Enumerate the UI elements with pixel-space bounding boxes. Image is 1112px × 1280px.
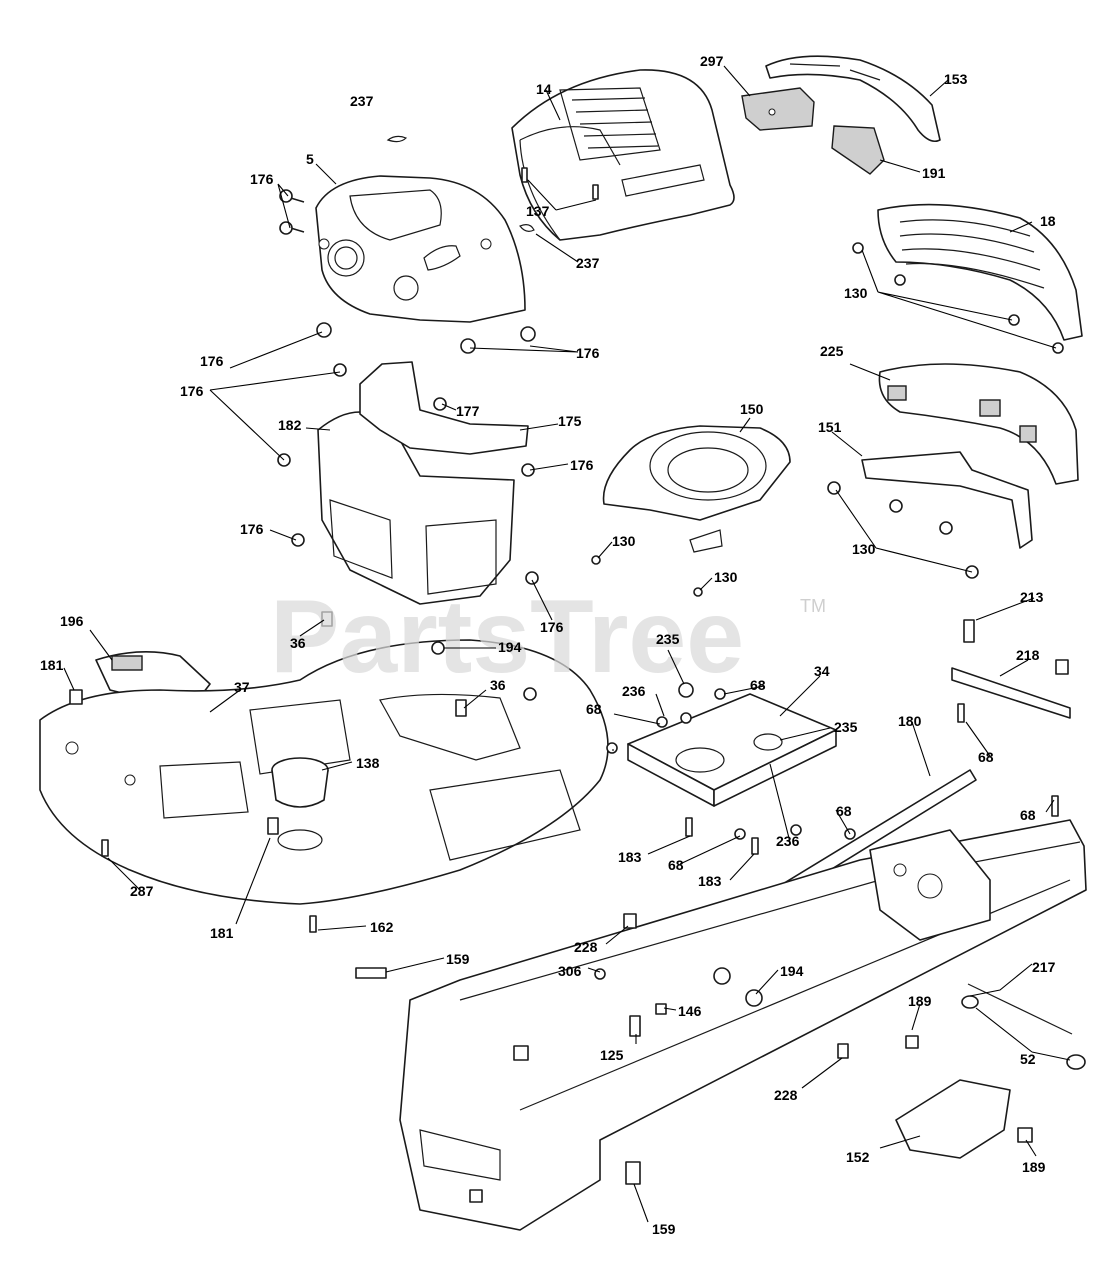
- callout-181: 181: [210, 925, 234, 941]
- part-182-175-frame: [277, 361, 539, 605]
- part-17-frame: [399, 819, 1087, 1231]
- callout-237: 237: [576, 255, 600, 271]
- callout-176: 176: [540, 619, 564, 635]
- callout-225: 225: [820, 343, 844, 359]
- callout-175: 175: [558, 413, 582, 429]
- callout-68: 68: [1020, 807, 1036, 823]
- callout-68: 68: [978, 749, 994, 765]
- callout-228: 228: [774, 1087, 798, 1103]
- callout-130: 130: [844, 285, 868, 301]
- callout-176: 176: [250, 171, 274, 187]
- part-217-rod: [961, 983, 1086, 1070]
- callout-182: 182: [278, 417, 302, 433]
- callout-183: 183: [618, 849, 642, 865]
- part-34-plate: [606, 682, 856, 855]
- callout-183: 183: [698, 873, 722, 889]
- callout-151: 151: [818, 419, 842, 435]
- callout-5: 5: [306, 151, 314, 167]
- callout-130: 130: [714, 569, 738, 585]
- callout-18: 18: [1040, 213, 1056, 229]
- callout-235: 235: [656, 631, 680, 647]
- callout-130: 130: [612, 533, 636, 549]
- callout-213: 213: [1020, 589, 1044, 605]
- callout-306: 306: [558, 963, 582, 979]
- part-225-bumper: [878, 363, 1079, 485]
- callout-181: 181: [40, 657, 64, 673]
- callout-14: 14: [536, 81, 552, 97]
- watermark-trademark: TM: [800, 596, 826, 616]
- part-137-pin-left: [521, 167, 528, 183]
- part-fasteners-37: [69, 611, 537, 933]
- part-153-bar: [765, 55, 941, 143]
- callout-153: 153: [944, 71, 968, 87]
- callout-287: 287: [130, 883, 154, 899]
- callout-labels: 237 14 297 153 5 176 137 237 191 18 130 …: [40, 53, 1056, 1237]
- callout-159: 159: [652, 1221, 676, 1237]
- callout-237: 237: [350, 93, 374, 109]
- watermark-text: PartsTree: [270, 579, 744, 695]
- callout-146: 146: [678, 1003, 702, 1019]
- part-18-grille: [852, 203, 1083, 354]
- callout-159: 159: [446, 951, 470, 967]
- leader-lines: [63, 65, 1071, 1223]
- part-150-shroud: [591, 425, 791, 597]
- callout-177: 177: [456, 403, 480, 419]
- part-151-bracket: [827, 451, 1033, 579]
- part-137-pin-right: [592, 184, 599, 200]
- callout-52: 52: [1020, 1051, 1036, 1067]
- callout-125: 125: [600, 1047, 624, 1063]
- part-152-bracket: [895, 1079, 1011, 1159]
- callout-138: 138: [356, 755, 380, 771]
- callout-176: 176: [576, 345, 600, 361]
- part-218-strap: [951, 619, 1071, 817]
- part-14-hood: [511, 69, 735, 241]
- callout-228: 228: [574, 939, 598, 955]
- callout-194: 194: [780, 963, 804, 979]
- callout-176: 176: [180, 383, 204, 399]
- callout-297: 297: [700, 53, 724, 69]
- callout-236: 236: [622, 683, 646, 699]
- part-191-plate: [831, 125, 885, 175]
- part-138-boot: [271, 757, 329, 851]
- part-297-block: [741, 87, 815, 131]
- callout-180: 180: [898, 713, 922, 729]
- callout-68: 68: [668, 857, 684, 873]
- callout-189: 189: [908, 993, 932, 1009]
- callout-37: 37: [234, 679, 250, 695]
- callout-36: 36: [490, 677, 506, 693]
- callout-162: 162: [370, 919, 394, 935]
- callout-191: 191: [922, 165, 946, 181]
- part-fasteners-lower: [355, 913, 1033, 1185]
- callout-150: 150: [740, 401, 764, 417]
- callout-236: 236: [776, 833, 800, 849]
- part-237-clip-top: [386, 135, 408, 143]
- callout-68: 68: [586, 701, 602, 717]
- callout-235: 235: [834, 719, 858, 735]
- callout-218: 218: [1016, 647, 1040, 663]
- callout-68: 68: [750, 677, 766, 693]
- callout-34: 34: [814, 663, 830, 679]
- callout-68: 68: [836, 803, 852, 819]
- part-5-dash: [315, 175, 526, 323]
- part-176-screws-dash: [279, 189, 536, 354]
- callout-189: 189: [1022, 1159, 1046, 1175]
- callout-217: 217: [1032, 959, 1056, 975]
- callout-137: 137: [526, 203, 550, 219]
- callout-176: 176: [200, 353, 224, 369]
- callout-130: 130: [852, 541, 876, 557]
- callout-36: 36: [290, 635, 306, 651]
- part-237-clip-lower: [519, 224, 535, 232]
- callout-152: 152: [846, 1149, 870, 1165]
- callout-196: 196: [60, 613, 84, 629]
- callout-194: 194: [498, 639, 522, 655]
- callout-176: 176: [240, 521, 264, 537]
- callout-176: 176: [570, 457, 594, 473]
